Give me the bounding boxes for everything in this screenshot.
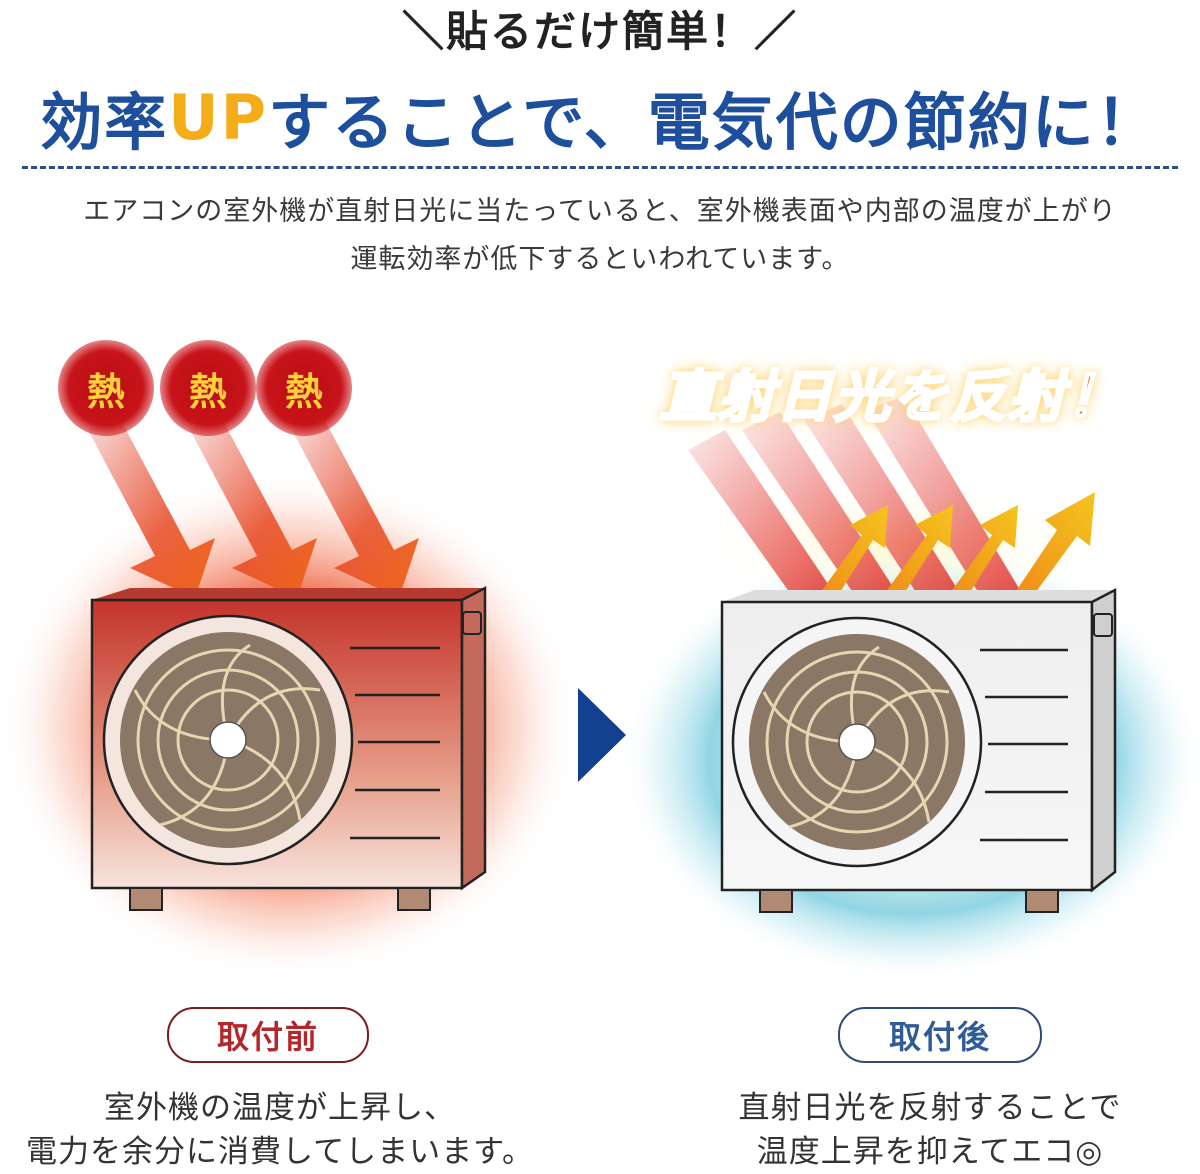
description-line2: 運転効率が低下するといわれています。 (350, 244, 850, 275)
before-caption: 室外機の温度が上昇し、 電力を余分に消費してしまいます。 (0, 1086, 560, 1174)
after-caption: 直射日光を反射することで 温度上昇を抑えてエコ◎ (660, 1086, 1200, 1174)
heat-badge-3: 熱 (256, 340, 352, 436)
after-label: 取付後 (838, 1007, 1042, 1063)
heat-badge-2: 熱 (160, 340, 256, 436)
description: エアコンの室外機が直射日光に当たっていると、室外機表面や内部の温度が上がり 運転… (0, 188, 1200, 284)
headline-part1: 効率 (40, 86, 169, 159)
before-label: 取付前 (167, 1007, 369, 1063)
tagline: ＼貼るだけ簡単！／ (401, 6, 798, 56)
reflect-arrow-icon (815, 492, 1095, 600)
outdoor-unit-cool (720, 587, 1117, 913)
heat-badge-1: 熱 (58, 340, 154, 436)
heat-arrow-icon (88, 415, 419, 598)
headline-part2: することで、電気代の節約に！ (268, 86, 1160, 159)
dashed-divider (22, 166, 1178, 169)
illustration-svg (0, 396, 1200, 980)
description-line1: エアコンの室外機が直射日光に当たっていると、室外機表面や内部の温度が上がり (83, 196, 1117, 227)
reflect-title: 直射日光を反射！ (659, 363, 1124, 431)
after-caption-line2: 温度上昇を抑えてエコ◎ (756, 1134, 1104, 1170)
outdoor-unit-hot (90, 585, 487, 911)
after-caption-line1: 直射日光を反射することで (738, 1090, 1122, 1126)
comparison-illustration (0, 330, 1200, 1010)
next-arrow-icon (578, 688, 626, 782)
before-caption-line2: 電力を余分に消費してしまいます。 (26, 1134, 534, 1170)
before-caption-line1: 室外機の温度が上昇し、 (104, 1090, 456, 1126)
headline-highlight: UP (168, 80, 269, 154)
